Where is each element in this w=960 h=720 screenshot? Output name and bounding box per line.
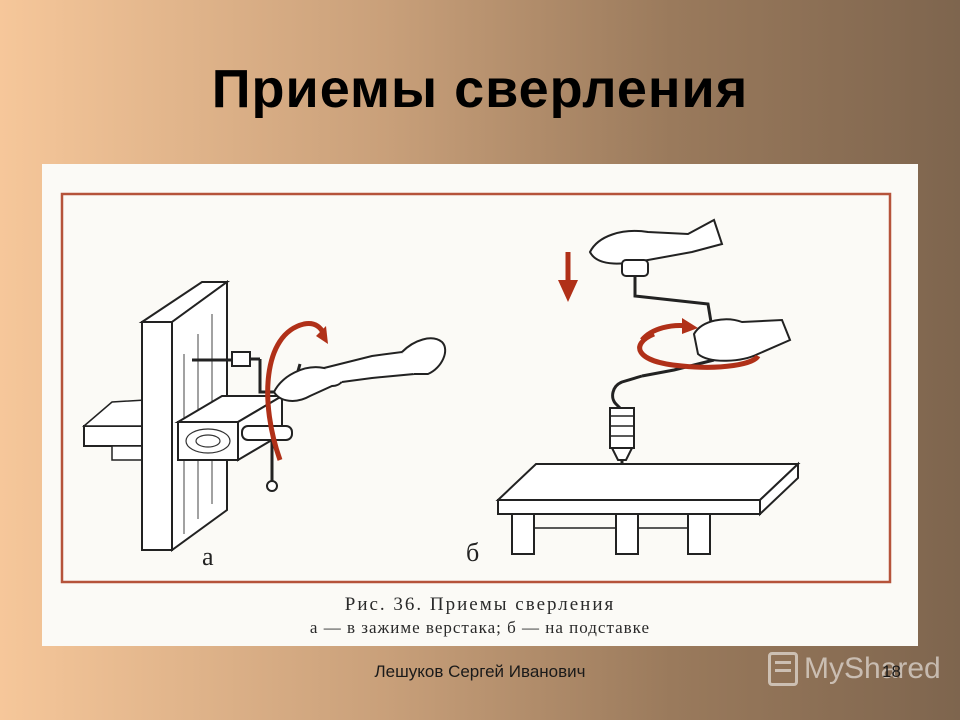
illustration-drawing	[60, 192, 892, 584]
figure-caption: Рис. 36. Приемы сверления а — в зажиме в…	[42, 594, 918, 638]
caption-subtitle: а — в зажиме верстака; б — на подставке	[309, 618, 651, 637]
footer-author: Лешуков Сергей Иванович	[374, 662, 586, 681]
panel-label-b: б	[466, 538, 480, 567]
watermark-logo: MyShared	[768, 652, 941, 686]
caption-title: Рис. 36. Приемы сверления	[344, 594, 616, 615]
presentation-icon	[768, 652, 798, 686]
hand-top	[588, 218, 724, 265]
page-number: 18	[882, 662, 901, 681]
drilling-illustration: а б Рис. 36. Приемы сверления а — в зажи…	[42, 164, 918, 646]
chuck	[609, 407, 635, 449]
hand-middle	[692, 318, 792, 362]
watermark-text: MyShared	[804, 652, 941, 685]
figure-frame	[60, 192, 892, 584]
slide-title: Приемы сверления	[211, 59, 749, 119]
support-table	[495, 463, 801, 501]
panel-label-a: а	[202, 542, 214, 571]
wood-block	[177, 421, 239, 461]
rotation-arrow-a	[265, 321, 327, 461]
feed-arrow-b	[558, 280, 578, 302]
rotation-arrow-b	[637, 331, 761, 370]
vertical-board	[141, 321, 173, 551]
